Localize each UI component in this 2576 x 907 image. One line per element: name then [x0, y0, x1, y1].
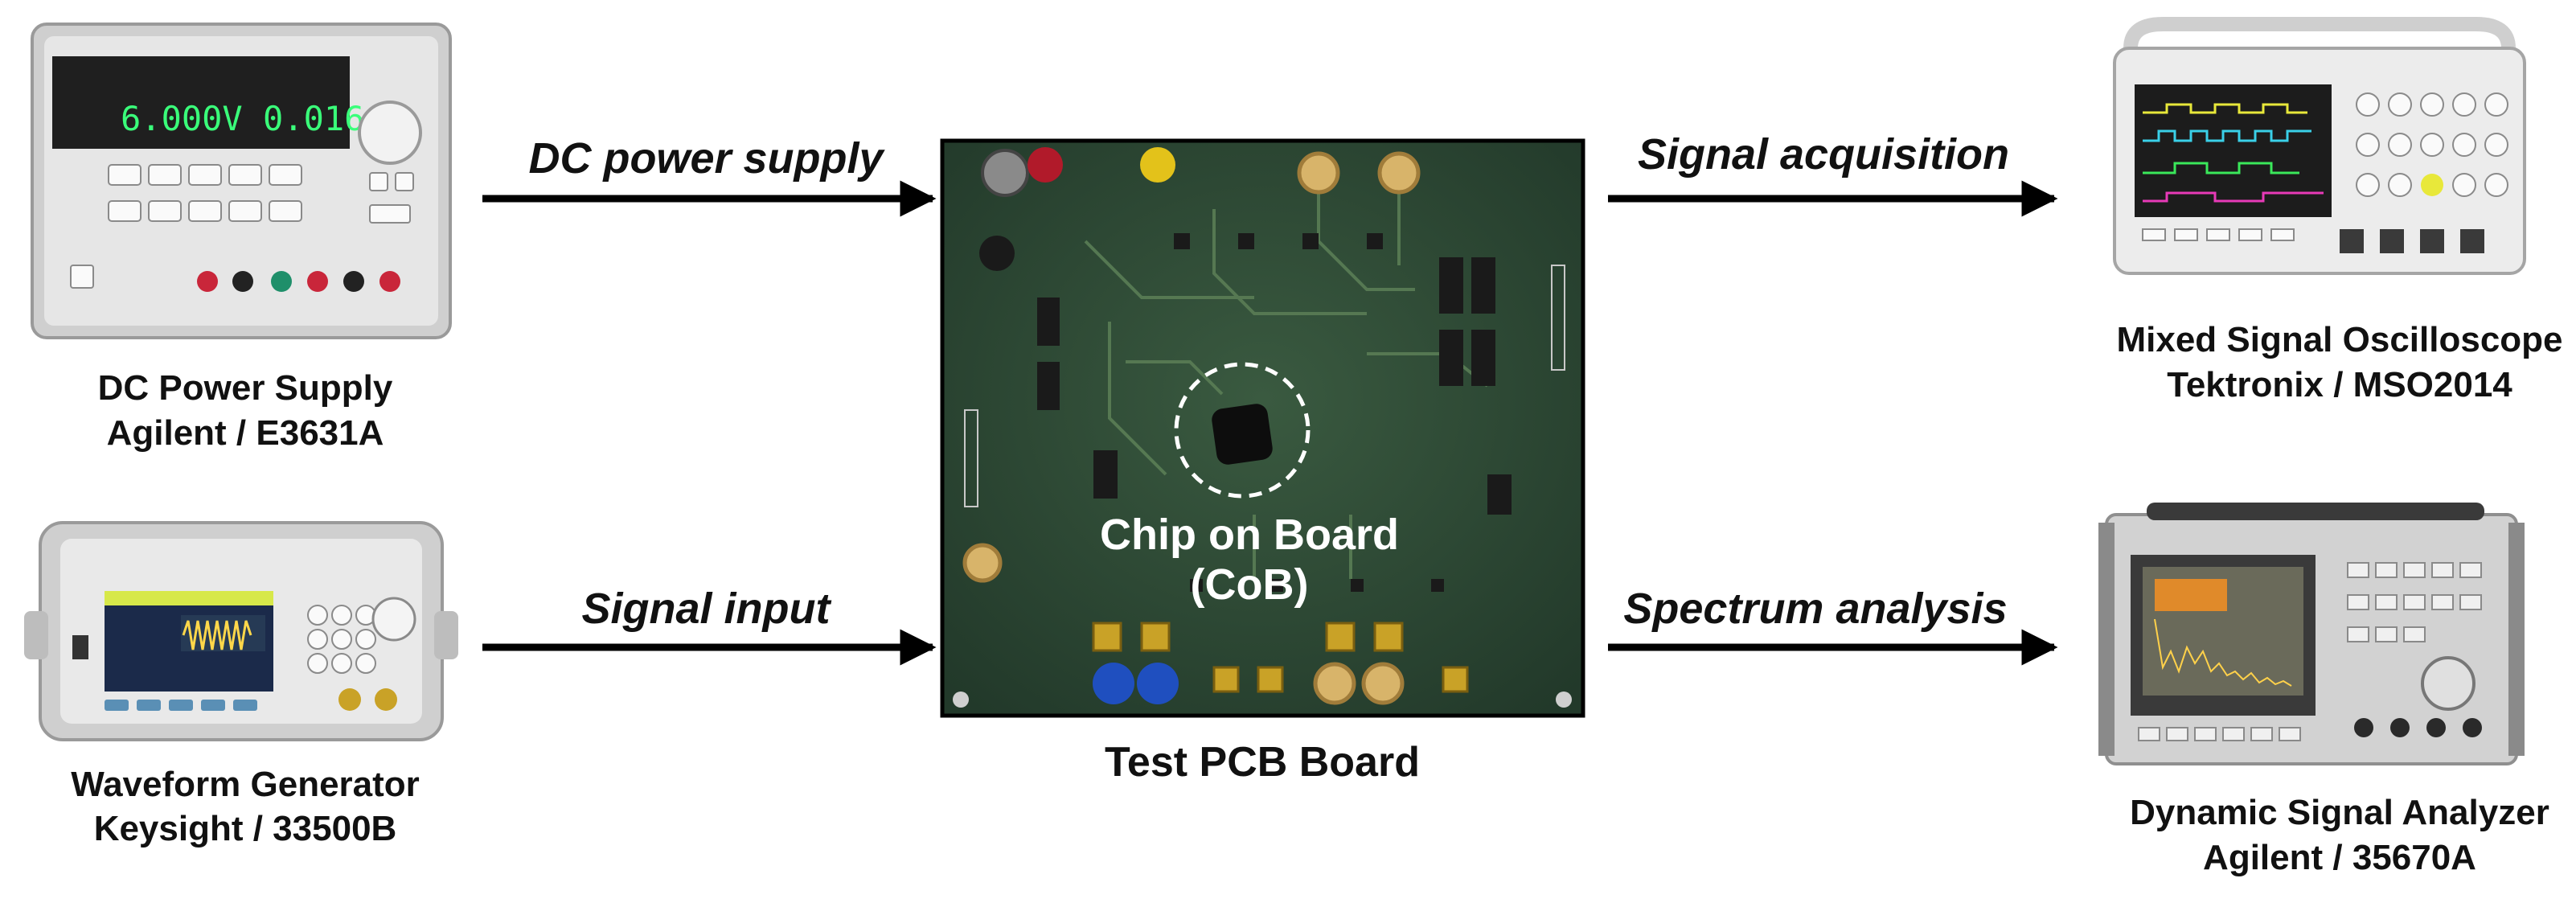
waveform-generator-model: Keysight / 33500B [94, 809, 397, 848]
chip-label-line1: Chip on Board [1100, 511, 1399, 559]
waveform-generator-name: Waveform Generator [71, 765, 420, 804]
power-supply-display: 6.000V 0.016A [121, 99, 385, 138]
chip-highlight-circle [1174, 362, 1311, 499]
waveform-generator-image [24, 521, 458, 741]
power-supply-name: DC Power Supply [98, 368, 393, 408]
signal-analyzer-model: Agilent / 35670A [2203, 838, 2476, 877]
signal-input-label: Signal input [582, 585, 832, 633]
oscilloscope-model: Tektronix / MSO2014 [2167, 365, 2512, 404]
power-supply-model: Agilent / E3631A [107, 413, 384, 453]
dc-power-label: DC power supply [528, 134, 885, 183]
spectrum-analysis-label: Spectrum analysis [1623, 585, 2007, 633]
oscilloscope-image [2113, 17, 2526, 275]
signal-analyzer-name: Dynamic Signal Analyzer [2130, 793, 2549, 832]
test-pcb-board-image [940, 138, 1585, 718]
chip-on-board [1212, 404, 1273, 465]
dc-power-supply-image: 6.000V 0.016A [31, 23, 452, 339]
oscilloscope-name: Mixed Signal Oscilloscope [2116, 320, 2562, 359]
signal-acquisition-label: Signal acquisition [1638, 130, 2009, 179]
chip-label-line2: (CoB) [1191, 560, 1309, 609]
pcb-board-caption: Test PCB Board [1105, 739, 1420, 786]
signal-analyzer-image [2098, 503, 2525, 765]
